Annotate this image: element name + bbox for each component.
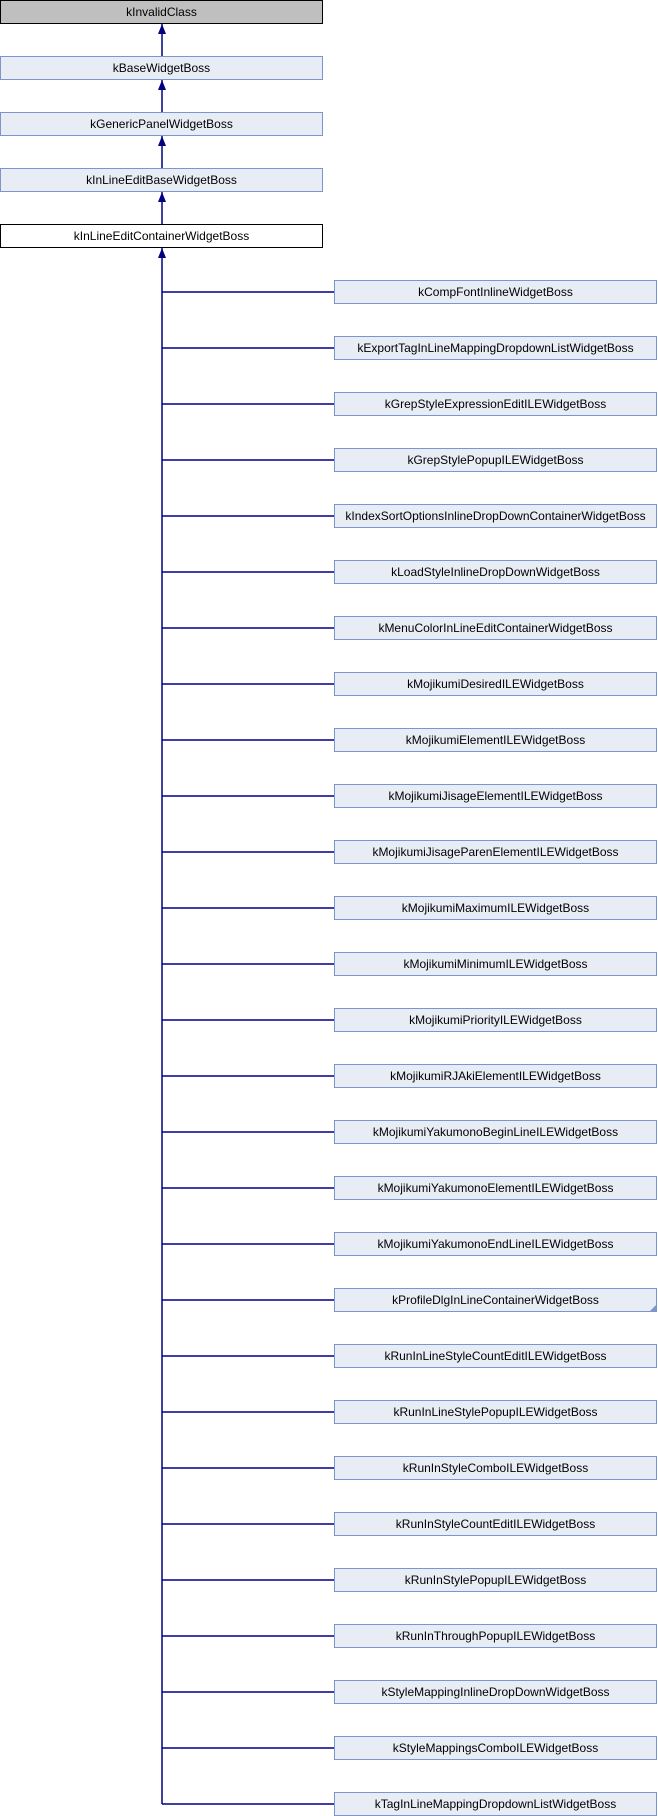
class-node-kMenuColorInLineEditContainerWidgetBoss[interactable]: kMenuColorInLineEditContainerWidgetBoss <box>334 616 657 640</box>
class-node-kLoadStyleInlineDropDownWidgetBoss[interactable]: kLoadStyleInlineDropDownWidgetBoss <box>334 560 657 584</box>
class-node-kMojikumiMinimumILEWidgetBoss[interactable]: kMojikumiMinimumILEWidgetBoss <box>334 952 657 976</box>
truncated-corner-icon <box>650 1305 656 1311</box>
arrow-head-icon <box>158 24 166 34</box>
class-node-kMojikumiJisageElementILEWidgetBoss[interactable]: kMojikumiJisageElementILEWidgetBoss <box>334 784 657 808</box>
arrow-head-icon <box>158 192 166 202</box>
class-node-kGrepStyleExpressionEditILEWidgetBoss[interactable]: kGrepStyleExpressionEditILEWidgetBoss <box>334 392 657 416</box>
class-node-kCompFontInlineWidgetBoss[interactable]: kCompFontInlineWidgetBoss <box>334 280 657 304</box>
class-node-kMojikumiYakumonoEndLineILEWidgetBoss[interactable]: kMojikumiYakumonoEndLineILEWidgetBoss <box>334 1232 657 1256</box>
class-node-kMojikumiElementILEWidgetBoss[interactable]: kMojikumiElementILEWidgetBoss <box>334 728 657 752</box>
class-node-kRunInStyleComboILEWidgetBoss[interactable]: kRunInStyleComboILEWidgetBoss <box>334 1456 657 1480</box>
class-node-kMojikumiJisageParenElementILEWidgetBoss[interactable]: kMojikumiJisageParenElementILEWidgetBoss <box>334 840 657 864</box>
class-node-kMojikumiRJAkiElementILEWidgetBoss[interactable]: kMojikumiRJAkiElementILEWidgetBoss <box>334 1064 657 1088</box>
class-node-kGenericPanelWidgetBoss[interactable]: kGenericPanelWidgetBoss <box>0 112 323 136</box>
class-node-kStyleMappingsComboILEWidgetBoss[interactable]: kStyleMappingsComboILEWidgetBoss <box>334 1736 657 1760</box>
class-node-kRunInLineStylePopupILEWidgetBoss[interactable]: kRunInLineStylePopupILEWidgetBoss <box>334 1400 657 1424</box>
class-node-kTagInLineMappingDropdownListWidgetBoss[interactable]: kTagInLineMappingDropdownListWidgetBoss <box>334 1792 657 1816</box>
class-node-kGrepStylePopupILEWidgetBoss[interactable]: kGrepStylePopupILEWidgetBoss <box>334 448 657 472</box>
arrow-head-icon <box>158 136 166 146</box>
current-class-node: kInLineEditContainerWidgetBoss <box>0 224 323 248</box>
class-node-kInLineEditBaseWidgetBoss[interactable]: kInLineEditBaseWidgetBoss <box>0 168 323 192</box>
arrow-head-icon <box>158 80 166 90</box>
arrow-head-icon <box>158 248 166 258</box>
class-node-kRunInStylePopupILEWidgetBoss[interactable]: kRunInStylePopupILEWidgetBoss <box>334 1568 657 1592</box>
class-node-kBaseWidgetBoss[interactable]: kBaseWidgetBoss <box>0 56 323 80</box>
class-node-kProfileDlgInLineContainerWidgetBoss[interactable]: kProfileDlgInLineContainerWidgetBoss <box>334 1288 657 1312</box>
class-node-kMojikumiYakumonoBeginLineILEWidgetBoss[interactable]: kMojikumiYakumonoBeginLineILEWidgetBoss <box>334 1120 657 1144</box>
class-node-kRunInStyleCountEditILEWidgetBoss[interactable]: kRunInStyleCountEditILEWidgetBoss <box>334 1512 657 1536</box>
class-node-kExportTagInLineMappingDropdownListWidgetBoss[interactable]: kExportTagInLineMappingDropdownListWidge… <box>334 336 657 360</box>
class-node-kMojikumiMaximumILEWidgetBoss[interactable]: kMojikumiMaximumILEWidgetBoss <box>334 896 657 920</box>
class-node-kInvalidClass: kInvalidClass <box>0 0 323 24</box>
class-node-kIndexSortOptionsInlineDropDownContainerWidgetBoss[interactable]: kIndexSortOptionsInlineDropDownContainer… <box>334 504 657 528</box>
class-node-kMojikumiYakumonoElementILEWidgetBoss[interactable]: kMojikumiYakumonoElementILEWidgetBoss <box>334 1176 657 1200</box>
class-node-kMojikumiDesiredILEWidgetBoss[interactable]: kMojikumiDesiredILEWidgetBoss <box>334 672 657 696</box>
class-node-kRunInLineStyleCountEditILEWidgetBoss[interactable]: kRunInLineStyleCountEditILEWidgetBoss <box>334 1344 657 1368</box>
class-node-kMojikumiPriorityILEWidgetBoss[interactable]: kMojikumiPriorityILEWidgetBoss <box>334 1008 657 1032</box>
class-node-kRunInThroughPopupILEWidgetBoss[interactable]: kRunInThroughPopupILEWidgetBoss <box>334 1624 657 1648</box>
class-node-kStyleMappingInlineDropDownWidgetBoss[interactable]: kStyleMappingInlineDropDownWidgetBoss <box>334 1680 657 1704</box>
